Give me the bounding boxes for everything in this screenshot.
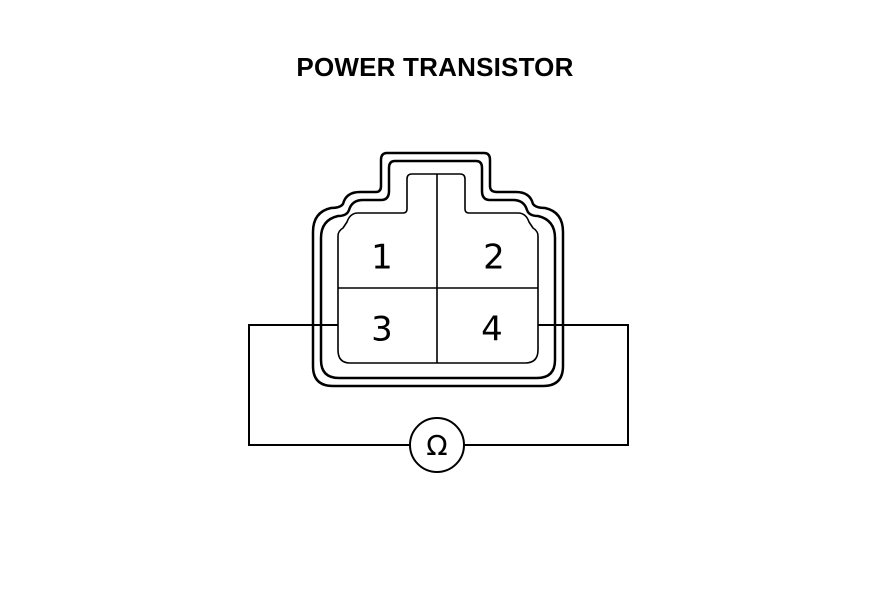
ohmmeter-icon: Ω	[409, 417, 465, 473]
ohmmeter-circle	[409, 417, 465, 473]
housing-outer-outline	[311, 151, 565, 388]
pin-2-label: 2	[483, 238, 505, 278]
pin-4-label: 4	[481, 310, 503, 350]
connector-housing	[311, 151, 565, 388]
pin-3-label: 3	[371, 310, 393, 350]
diagram-title: POWER TRANSISTOR	[296, 52, 574, 82]
terminal-face	[337, 173, 539, 364]
housing-inner-outline	[319, 159, 557, 380]
lead-wire-pin4	[464, 324, 629, 446]
test-leads	[248, 324, 629, 446]
terminal-face-outline	[337, 173, 539, 364]
lead-wire-pin3	[248, 324, 410, 446]
ohm-symbol: Ω	[426, 429, 447, 462]
pin-1-label: 1	[371, 238, 393, 278]
